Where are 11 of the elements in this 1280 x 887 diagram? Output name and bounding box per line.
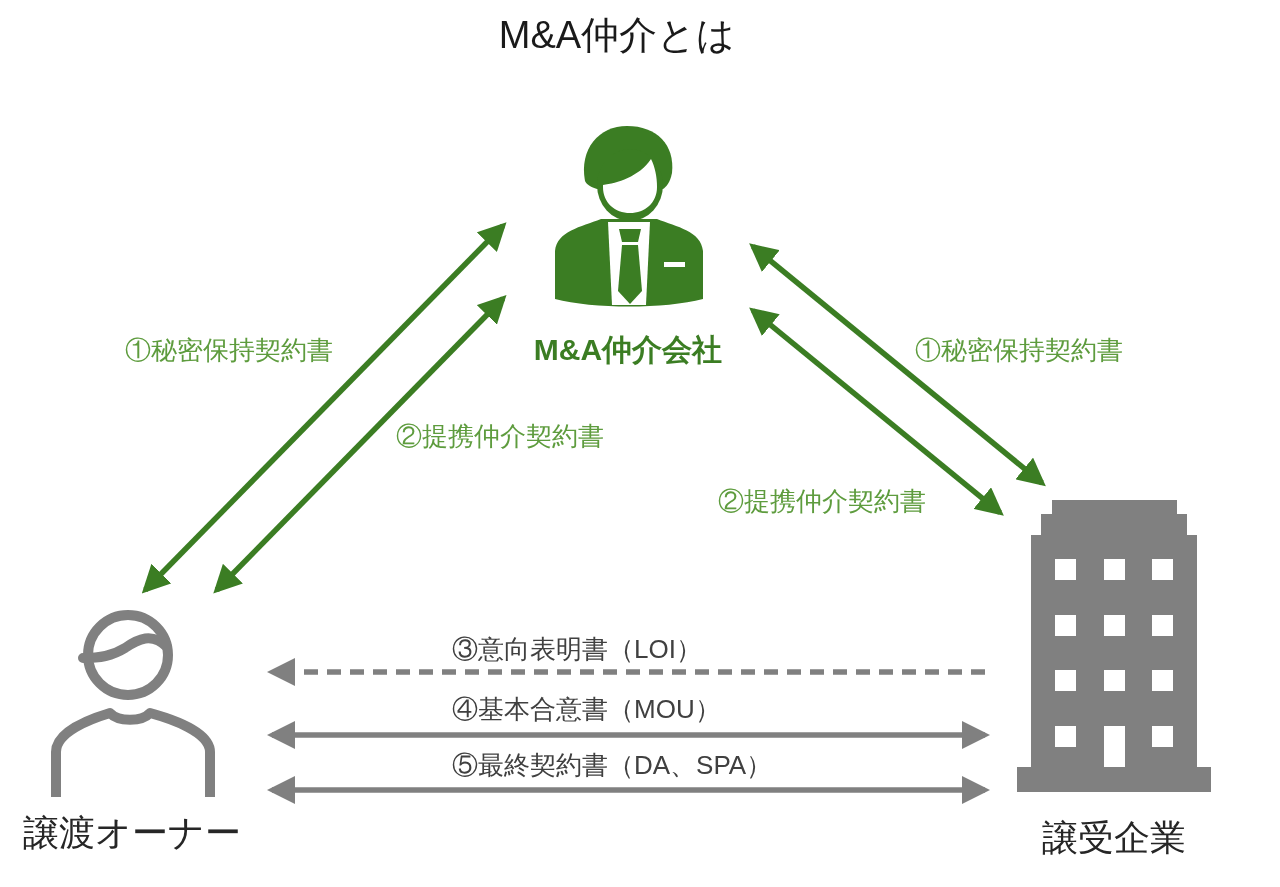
- title: M&A仲介とは: [498, 13, 736, 58]
- double-arrow: [267, 776, 990, 804]
- double-arrow: [749, 307, 1004, 516]
- dashed-arrow: [267, 658, 985, 686]
- node-label: 譲受企業: [1042, 816, 1186, 860]
- double-arrow: [267, 721, 990, 749]
- double-arrow: [213, 294, 507, 594]
- double-arrow: [749, 243, 1046, 487]
- node-label: 譲渡オーナー: [23, 811, 241, 855]
- double-arrow: [141, 222, 507, 594]
- node-label: M&A仲介会社: [533, 332, 723, 368]
